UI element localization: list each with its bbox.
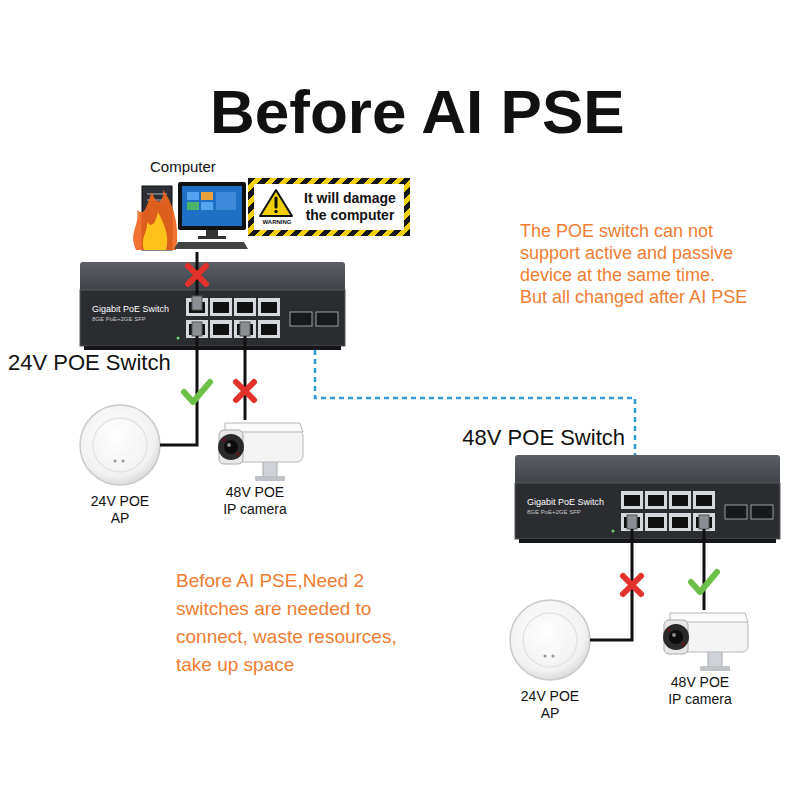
switch-picture [515, 455, 780, 543]
warning-word: WARNING [258, 188, 296, 226]
note-text: Before AI PSE,Need 2 switches are needed… [176, 567, 421, 679]
node-label: 24V POE AP [518, 688, 582, 722]
warning-triangle-part [260, 190, 292, 216]
switch-heading: 48V POE Switch [462, 425, 625, 451]
cable-connector [315, 350, 635, 455]
computer-picture-part [216, 192, 236, 210]
node-label: 8GE PoE+2GE SFP [527, 508, 780, 516]
cable-plug-part [703, 529, 706, 543]
cross-mark-part [236, 382, 254, 400]
computer-picture-part [187, 192, 199, 200]
poe-switch: 24V POE SwitchGigabit PoE Switch8GE PoE+… [80, 262, 345, 350]
cable-plug-part [196, 262, 199, 300]
computer-picture-part [201, 192, 213, 200]
camera-picture [218, 423, 303, 481]
note-text: But all changed after AI PSE [520, 286, 765, 308]
computer-picture-part [133, 190, 177, 250]
cable-plug-part [240, 322, 250, 336]
computer-picture-part [174, 242, 248, 249]
node-label: 48V POE IP camera [658, 674, 742, 708]
cable-connector [244, 350, 247, 420]
warning-triangle-part [275, 198, 278, 207]
node-label: Gigabit PoE Switch [527, 497, 780, 508]
computer-picture-part [182, 186, 242, 226]
cable-plug-part [631, 529, 634, 543]
node-label: 48V POE IP camera [213, 484, 297, 518]
diagram-title: Before AI PSE [210, 78, 625, 146]
node-label: Gigabit PoE Switch [92, 304, 345, 315]
note-block: Before AI PSE,Need 2 switches are needed… [176, 567, 421, 679]
cable-plug-part [244, 336, 247, 350]
access-point: 24V POE AP [510, 600, 590, 722]
computer-picture-part [143, 212, 167, 250]
node-label: 24V POE AP [88, 493, 152, 527]
ip-camera: 48V POE IP camera [650, 610, 750, 708]
access-point-picture [510, 600, 590, 680]
cable-connector [703, 543, 706, 610]
computer-picture-part [178, 182, 246, 230]
computer-picture [133, 182, 248, 250]
access-point: 24V POE AP [80, 405, 160, 527]
node-label: 8GE PoE+2GE SFP [92, 315, 345, 323]
warning-sign: WARNINGIt will damage the computer [248, 178, 410, 236]
switch-heading: 24V POE Switch [8, 350, 171, 376]
cable-plug-part [192, 322, 202, 336]
note-block: The POE switch can not support active an… [520, 220, 765, 308]
check-mark-part [691, 572, 717, 592]
computer-picture-part [187, 202, 199, 210]
cross-mark-part [188, 266, 206, 284]
ip-camera: 48V POE IP camera [205, 420, 305, 518]
cable-connector [196, 252, 199, 262]
access-point-picture [80, 405, 160, 485]
node-label: It will damage the computer [300, 190, 400, 224]
camera-picture [663, 613, 748, 671]
check-mark-part [184, 382, 210, 402]
cross-mark-part [623, 576, 641, 594]
node-label: Computer [150, 158, 250, 176]
cross-mark [188, 266, 641, 594]
cable-plug-part [196, 336, 199, 350]
computer-node: Computer [140, 158, 250, 252]
poe-switch: 48V POE SwitchGigabit PoE Switch8GE PoE+… [515, 455, 780, 543]
warning-triangle-part [274, 210, 277, 213]
switch-picture [80, 262, 345, 350]
cable-plug-part [192, 296, 202, 310]
warning-triangle [260, 190, 292, 216]
check-mark [184, 382, 717, 592]
cable-plug-part [699, 515, 709, 529]
note-text: The POE switch can not support active an… [520, 220, 765, 286]
computer-picture-part [198, 236, 226, 239]
computer-picture-part [201, 202, 213, 210]
cable-plug-part [627, 515, 637, 529]
